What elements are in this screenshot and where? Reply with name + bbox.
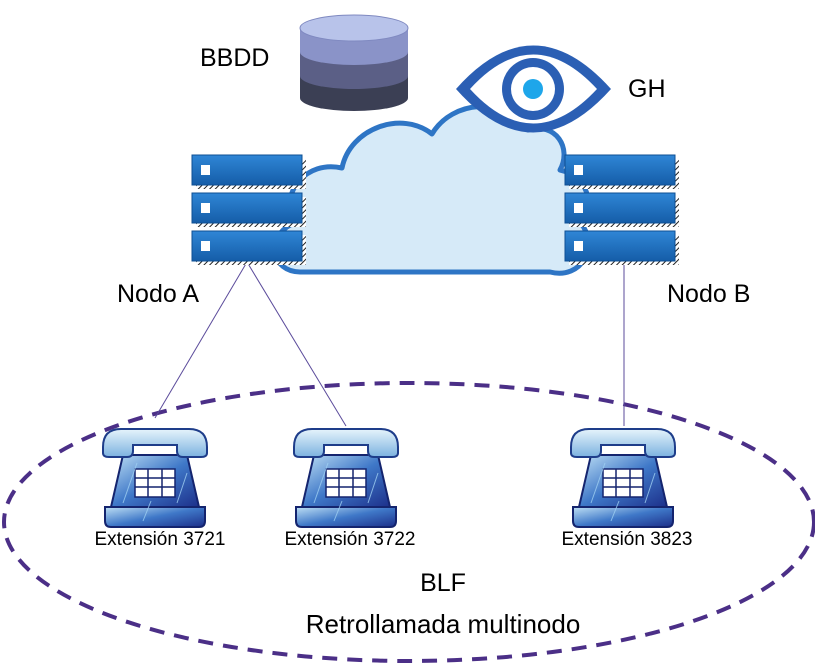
blf-group-boundary: [2, 381, 815, 663]
link-node-a-ext-3722: [246, 261, 347, 427]
group-subtitle: Retrollamada multinodo: [306, 609, 581, 639]
database-label: BBDD: [200, 44, 269, 72]
extension-label-3722: Extensión 3722: [285, 529, 416, 550]
link-node-a-ext-3721: [154, 261, 248, 419]
group-title: BLF: [420, 569, 466, 597]
desk-phone-icon-3722: [293, 428, 399, 528]
server-rack-icon-node-a: [191, 154, 307, 266]
server-rack-icon-node-b: [564, 154, 680, 266]
desk-phone-icon-3721: [102, 428, 208, 528]
node-b-label: Nodo B: [667, 280, 750, 308]
extension-label-3721: Extensión 3721: [95, 529, 226, 550]
eye-icon: [456, 45, 611, 133]
database-icon: [299, 14, 409, 111]
node-a-label: Nodo A: [117, 280, 199, 308]
extension-label-3823: Extensión 3823: [562, 529, 693, 550]
connection-lines: [154, 261, 625, 427]
desk-phone-icon-3823: [570, 428, 676, 528]
monitor-label: GH: [628, 75, 666, 103]
